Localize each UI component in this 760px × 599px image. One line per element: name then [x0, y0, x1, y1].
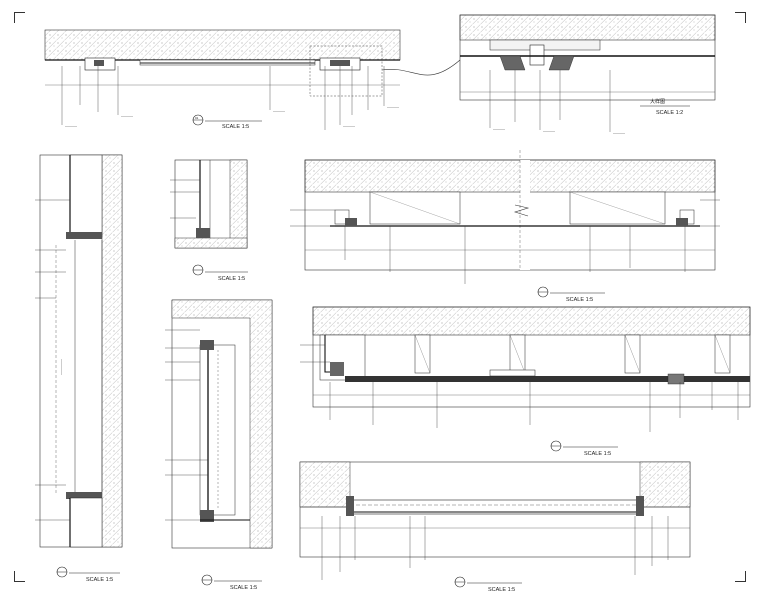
svg-text:———: ——— — [493, 126, 505, 131]
detail-title: 大样图 — [650, 98, 665, 105]
concrete-wall — [101, 154, 123, 548]
scale-label: SCALE 1:5 — [222, 124, 249, 130]
svg-text:———: ——— — [613, 130, 625, 135]
svg-text:———: ——— — [121, 113, 133, 118]
enlargement-leader — [381, 59, 461, 76]
scale-label: SCALE 1:5 — [86, 577, 113, 583]
scale-label: SCALE 1:5 — [584, 451, 611, 457]
svg-text:———: ——— — [273, 108, 285, 113]
svg-text:———: ——— — [543, 128, 555, 133]
concrete-slab — [44, 29, 401, 61]
detail-section-8: SCALE 1:5 — [299, 461, 691, 593]
detail-section-5: SCALE 1:5 — [165, 299, 273, 591]
detail-section-7: SCALE 1:5 — [300, 306, 751, 457]
enlarged-detail-marker — [309, 45, 383, 97]
detail-section-3: ———— SCALE 1:5 — [35, 154, 123, 583]
scale-label: SCALE 1:5 — [488, 587, 515, 593]
sheet-corner-mark — [14, 571, 25, 582]
svg-text:———: ——— — [343, 123, 355, 128]
svg-text:———: ——— — [65, 123, 77, 128]
detail-section-6: SCALE 1:5 — [290, 150, 720, 303]
scale-label: SCALE 1:5 — [566, 297, 593, 303]
svg-text:———: ——— — [387, 104, 399, 109]
enlarged-detail-frame — [459, 14, 716, 101]
svg-text:————: ———— — [58, 359, 63, 375]
detail-section-4: SCALE 1:5 — [170, 159, 248, 282]
scale-label: SCALE 1:5 — [230, 585, 257, 591]
detail-section-2: ——— ——— ——— 大样图 SCALE 1:2 — [459, 14, 716, 135]
sheet-corner-mark — [735, 571, 746, 582]
scale-label: SCALE 1:2 — [656, 110, 683, 116]
scale-label: SCALE 1:5 — [218, 276, 245, 282]
concrete-wall — [171, 299, 273, 549]
sheet-corner-mark — [735, 12, 746, 23]
sheet-corner-mark — [14, 12, 25, 23]
detail-section-1: ——— ——— ——— ——— ——— 01 SCALE 1:5 — [44, 29, 401, 130]
svg-text:01: 01 — [195, 116, 199, 120]
